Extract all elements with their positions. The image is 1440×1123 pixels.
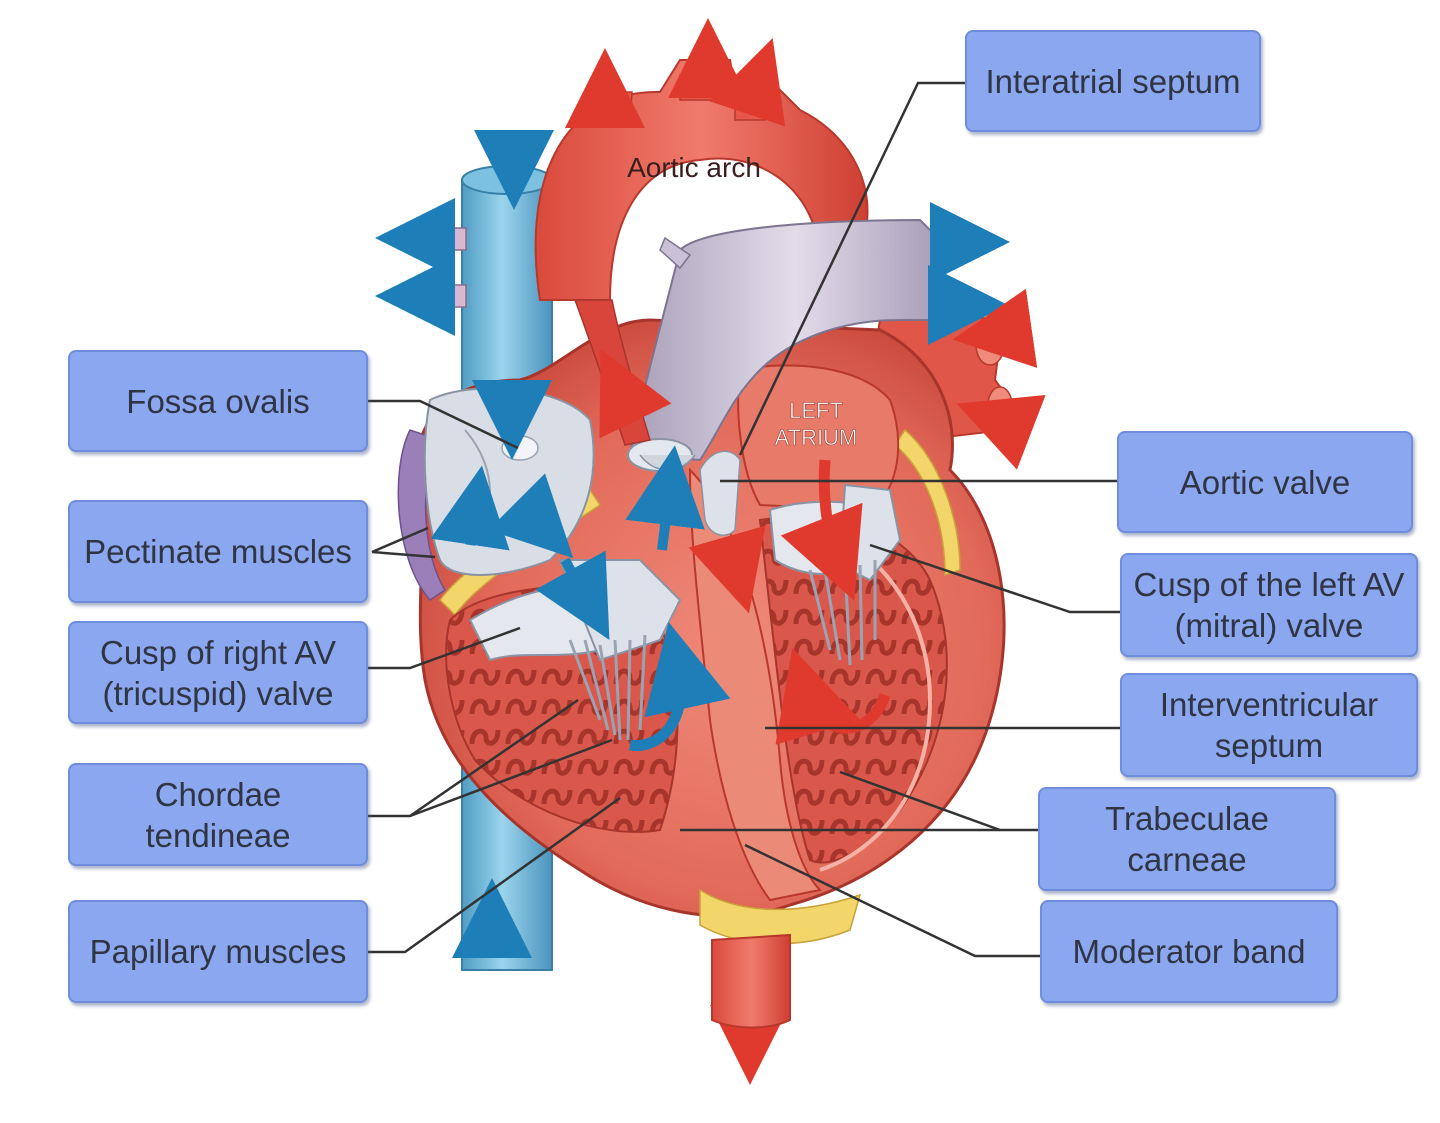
leader-moderator-band [744, 843, 1040, 958]
aortic-valve-shape [699, 450, 741, 536]
label-pectinate-muscles[interactable]: Pectinate muscles [68, 500, 368, 603]
leader-interatrial-septum [738, 81, 965, 456]
label-papillary-muscles[interactable]: Papillary muscles [68, 900, 368, 1003]
label-text-line1: Trabeculae [1105, 800, 1269, 837]
leader-pectinate-1 [371, 526, 429, 554]
leader-papillary [368, 796, 621, 954]
label-interatrial-septum[interactable]: Interatrial septum [965, 30, 1261, 132]
label-text: Aortic valve [1179, 463, 1351, 501]
label-aortic-valve[interactable]: Aortic valve [1117, 431, 1413, 533]
label-text: Pectinate muscles [84, 533, 352, 570]
label-interventricular-septum[interactable]: Interventricular septum [1120, 673, 1418, 777]
label-chordae-tendineae[interactable]: Chordae tendineae [68, 763, 368, 866]
flow-arrows [375, 18, 1046, 1085]
label-text: Fossa ovalis [126, 382, 310, 420]
label-moderator-band[interactable]: Moderator band [1040, 900, 1338, 1003]
label-text-line1: Chordae [154, 775, 282, 813]
label-text-line1: Cusp of right AV [99, 633, 336, 671]
leader-cusp-left-av [869, 543, 1120, 614]
label-text-line2: carneae [1127, 841, 1247, 878]
leader-cusp-right-av [368, 626, 521, 670]
left-atrium-interior [737, 364, 900, 512]
leader-chordae-2 [409, 738, 613, 818]
label-fossa-ovalis[interactable]: Fossa ovalis [68, 350, 368, 452]
descending-aorta [711, 933, 791, 1029]
label-text-line1: Cusp of the left AV [1133, 566, 1405, 603]
leader-lines [368, 81, 1120, 958]
left-atrium-text-line1: LEFT [789, 398, 843, 423]
label-text: Papillary muscles [89, 933, 347, 970]
label-cusp-right-av[interactable]: Cusp of right AV (tricuspid) valve [68, 621, 368, 724]
label-trabeculae-carneae[interactable]: Trabeculae carneae [1038, 787, 1336, 891]
leader-fossa-ovalis [368, 399, 519, 450]
left-atrium-text-line2: ATRIUM [775, 425, 858, 450]
leader-pectinate-2 [371, 550, 436, 559]
label-text-line2: tendineae [145, 816, 291, 854]
label-text: Interatrial septum [985, 62, 1241, 100]
label-text: Moderator band [1072, 933, 1306, 970]
label-text-line1: Interventricular [1159, 686, 1379, 723]
label-text-line2: septum [1214, 727, 1324, 764]
aortic-arch-text: Aortic arch [627, 152, 761, 183]
label-text-line2: (mitral) valve [1174, 607, 1364, 644]
label-text-line2: (tricuspid) valve [102, 674, 334, 712]
label-cusp-left-av[interactable]: Cusp of the left AV (mitral) valve [1120, 553, 1418, 657]
